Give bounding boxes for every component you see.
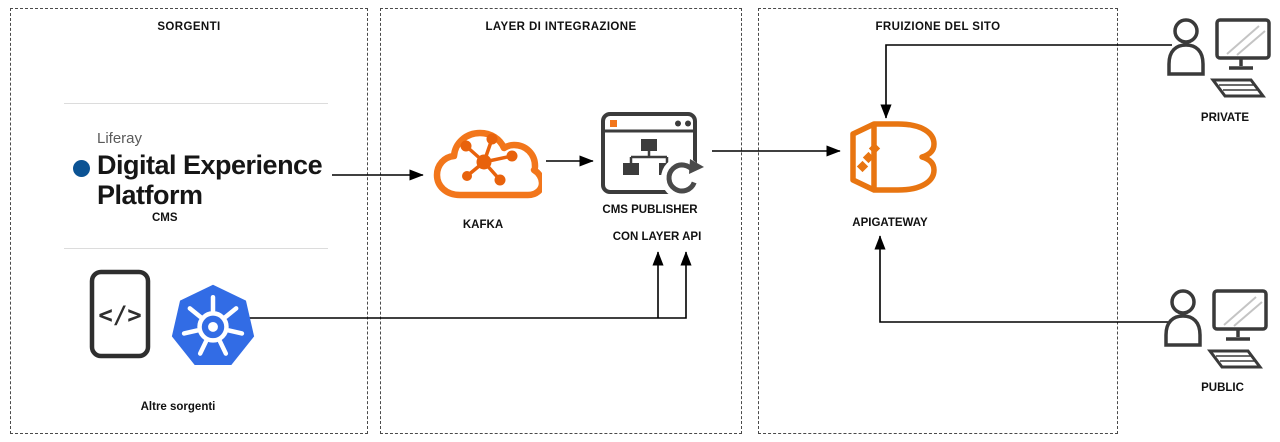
zone-integrazione: LAYER DI INTEGRAZIONE [380, 8, 742, 434]
liferay-brand-text: Liferay [97, 130, 143, 147]
liferay-cms-caption: CMS [152, 212, 178, 224]
private-label: PRIVATE [1200, 112, 1250, 124]
kubernetes-icon [171, 284, 255, 365]
public-label: PUBLIC [1201, 382, 1244, 394]
public-user-icon [1164, 289, 1268, 369]
liferay-title: Digital Experience Platform [97, 150, 323, 210]
zone-fruizione-title: FRUIZIONE DEL SITO [875, 21, 1001, 33]
kafka-label: KAFKA [462, 219, 504, 231]
zone-fruizione: FRUIZIONE DEL SITO [758, 8, 1118, 434]
kafka-cloud-icon [433, 129, 542, 199]
code-glyph: </> [98, 301, 141, 329]
api-gateway-icon [850, 121, 937, 193]
code-file-icon: </> [89, 269, 151, 359]
zone-integrazione-title: LAYER DI INTEGRAZIONE [485, 21, 637, 33]
zone-sorgenti-title: SORGENTI [157, 21, 221, 33]
zone-sorgenti: SORGENTI [10, 8, 368, 434]
cms-publisher-label: CMS PUBLISHER [602, 204, 698, 216]
liferay-title-line1: Digital Experience [97, 150, 323, 180]
cms-publisher-icon [601, 112, 704, 199]
liferay-title-line2: Platform [97, 180, 203, 210]
cms-publisher-sublabel: CON LAYER API [612, 231, 702, 243]
api-gateway-label: APIGATEWAY [852, 217, 928, 229]
private-user-icon [1167, 18, 1271, 98]
altre-sorgenti-label: Altre sorgenti [140, 401, 216, 413]
liferay-dot-icon [73, 160, 90, 177]
liferay-dxp-logo: Liferay Digital Experience Platform CMS [64, 103, 328, 249]
